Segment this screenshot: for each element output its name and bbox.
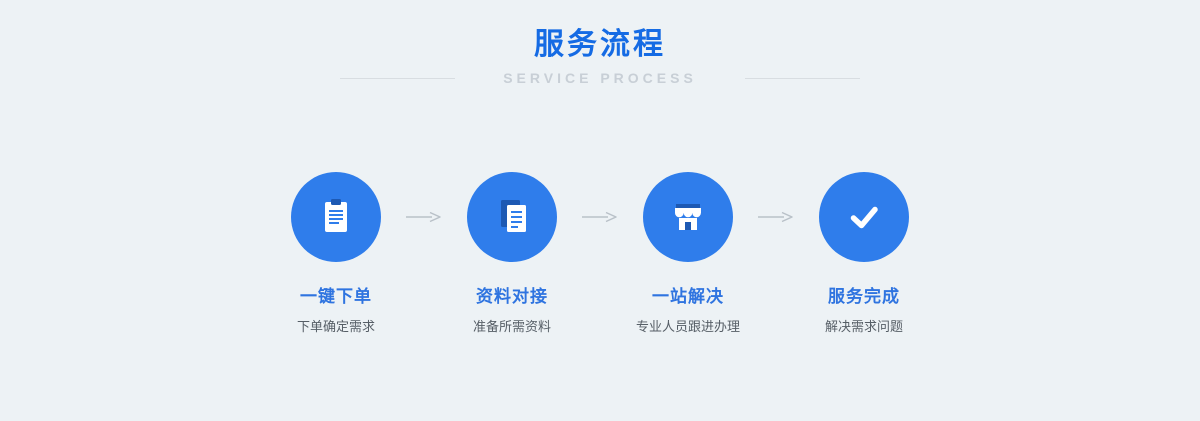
flow-arrow-icon (406, 172, 442, 262)
section-header: 服务流程 SERVICE PROCESS (0, 0, 1200, 86)
section-subtitle-row: SERVICE PROCESS (0, 70, 1200, 86)
subtitle-divider-right (744, 77, 860, 79)
process-steps: 一键下单 下单确定需求 资料对接 准备所需资料 (0, 172, 1200, 335)
clipboard-icon (291, 172, 381, 262)
subtitle-divider-left (340, 77, 456, 79)
section-subtitle: SERVICE PROCESS (503, 70, 697, 86)
checkmark-icon (819, 172, 909, 262)
flow-arrow-icon (758, 172, 794, 262)
step-title: 服务完成 (828, 287, 900, 306)
step-one-stop: 一站解决 专业人员跟进办理 (618, 172, 758, 335)
step-desc: 专业人员跟进办理 (635, 319, 740, 334)
step-title: 一键下单 (300, 287, 372, 306)
step-title: 一站解决 (652, 287, 724, 306)
section-title: 服务流程 (534, 28, 666, 61)
step-title: 资料对接 (476, 287, 548, 306)
documents-icon (467, 172, 557, 262)
step-order: 一键下单 下单确定需求 (266, 172, 406, 335)
step-desc: 准备所需资料 (472, 319, 551, 334)
step-complete: 服务完成 解决需求问题 (794, 172, 934, 335)
storefront-icon (643, 172, 733, 262)
step-desc: 下单确定需求 (296, 319, 375, 334)
step-materials: 资料对接 准备所需资料 (442, 172, 582, 335)
step-desc: 解决需求问题 (824, 319, 903, 334)
flow-arrow-icon (582, 172, 618, 262)
